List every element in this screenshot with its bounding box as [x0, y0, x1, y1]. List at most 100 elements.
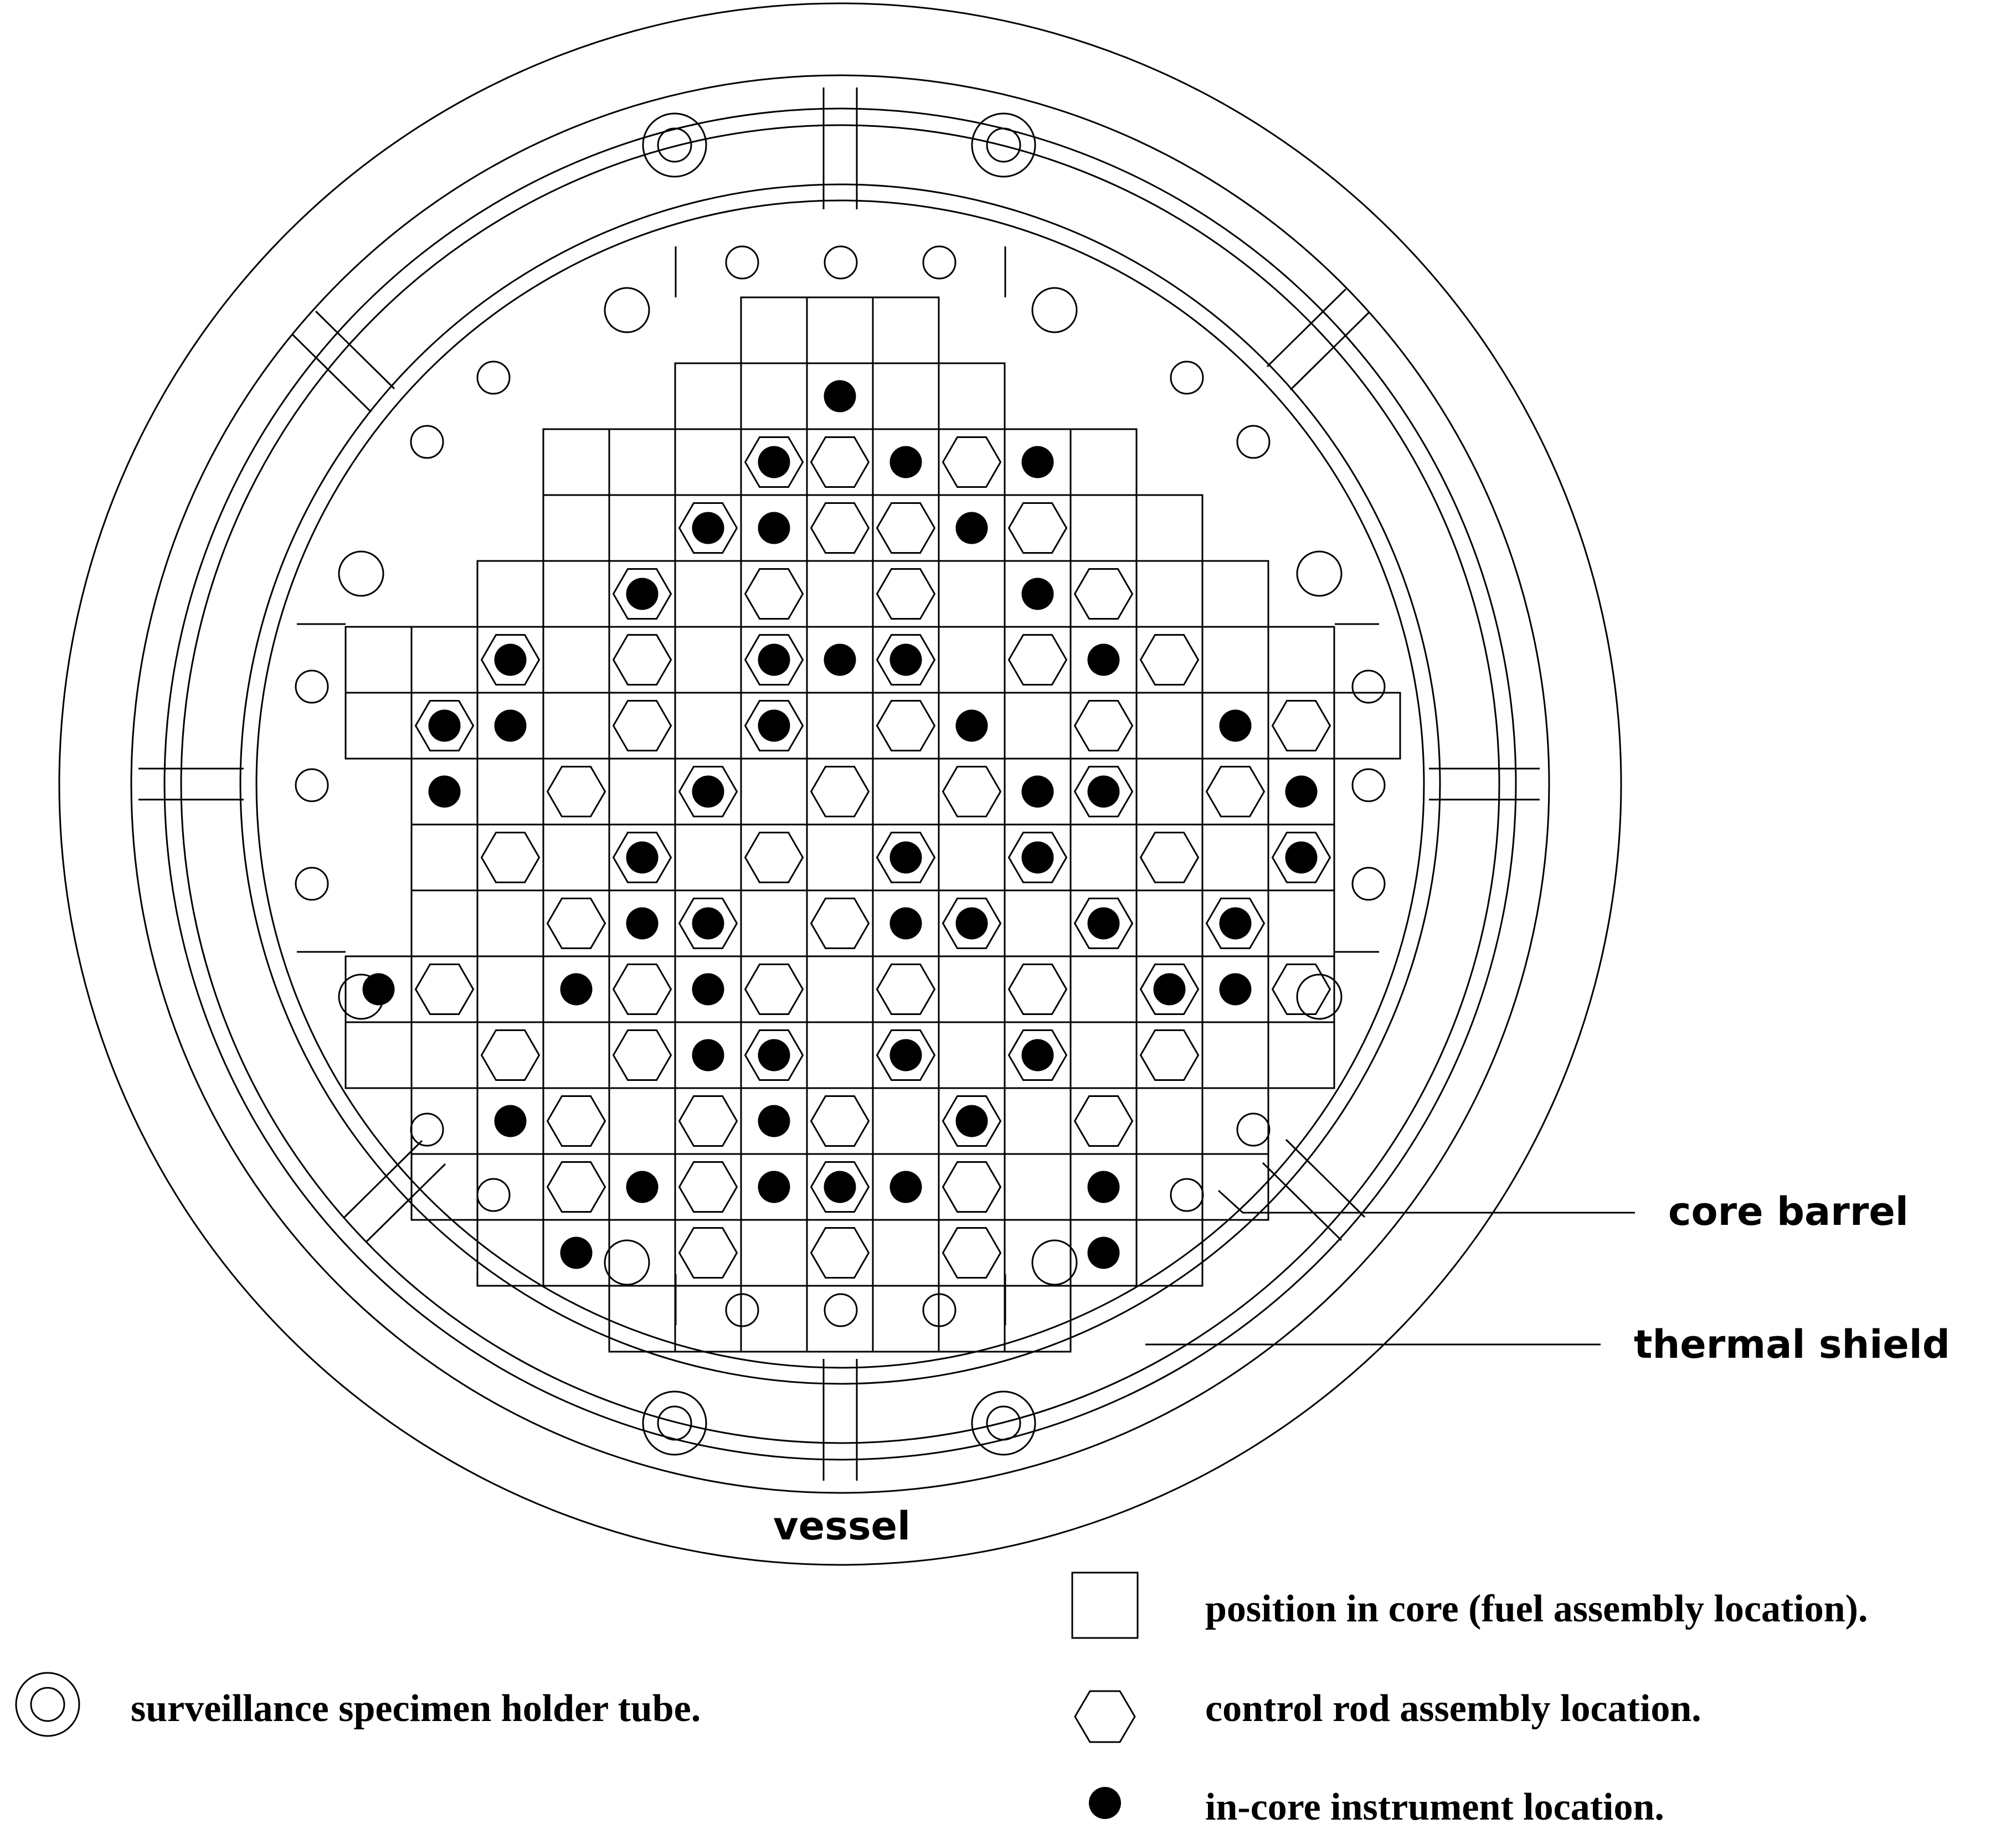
control-rod-hexagon [1205, 766, 1266, 817]
fuel-assembly-cell [608, 1219, 676, 1287]
control-rod-hexagon [942, 1161, 1002, 1213]
control-rod-hexagon [546, 766, 606, 817]
control-rod-hexagon [1139, 964, 1200, 1015]
fuel-assembly-cell [1004, 626, 1072, 694]
control-rod-hexagon [876, 700, 936, 751]
fuel-assembly-cell [1135, 560, 1204, 628]
fuel-assembly-cell [542, 692, 610, 760]
surveillance-tube [642, 112, 707, 178]
fuel-assembly-cell [476, 955, 544, 1023]
legend-control-rod-symbol [1074, 1690, 1136, 1743]
in-core-instrument-dot [494, 643, 527, 676]
barrel-large-circle [604, 287, 650, 333]
fuel-assembly-cell [1069, 428, 1138, 496]
barrel-circle [824, 245, 858, 280]
legend-surveillance-symbol [15, 1672, 80, 1737]
fuel-assembly-cell [674, 560, 742, 628]
vessel-rings [58, 2, 1622, 1566]
fuel-assembly-cell [542, 626, 610, 694]
control-rod-hexagon [810, 898, 870, 949]
barrel-circle [1236, 1112, 1271, 1147]
in-core-instrument-dot [1087, 775, 1120, 808]
control-rod-hexagon [612, 964, 672, 1015]
control-rod-hexagon [942, 898, 1002, 949]
fuel-assembly-cell [740, 1285, 808, 1353]
fuel-assembly-cell [1267, 692, 1335, 760]
fuel-assembly-cell [476, 1021, 544, 1089]
in-core-instrument-dot [1087, 907, 1120, 940]
fuel-assembly-cell [1004, 1087, 1072, 1155]
fuel-assembly-cell [740, 362, 808, 430]
fuel-assembly-cell [542, 428, 610, 496]
fuel-assembly-cell [872, 1285, 940, 1353]
fuel-assembly-cell [806, 889, 874, 957]
in-core-instrument-dot [758, 1105, 790, 1137]
fuel-assembly-cell [806, 296, 874, 364]
control-rod-hexagon [414, 700, 475, 751]
in-core-instrument-dot [824, 380, 856, 413]
in-core-instrument-dot [494, 1105, 527, 1137]
fuel-assembly-cell [608, 1021, 676, 1089]
vessel-label: vessel [773, 1503, 911, 1549]
core-barrel-label: core barrel [1668, 1189, 1909, 1234]
fuel-assembly-cell [410, 955, 479, 1023]
fuel-assembly-cell [1135, 758, 1204, 826]
fuel-assembly-cell [542, 889, 610, 957]
fuel-assembly-cell [1135, 1087, 1204, 1155]
in-core-instrument-dot [362, 973, 395, 1006]
support-key-diagonal [1289, 311, 1370, 391]
in-core-instrument-dot [1087, 1171, 1120, 1203]
fuel-assembly-cell [938, 1285, 1006, 1353]
control-rod-hexagon [942, 1095, 1002, 1147]
fuel-assembly-cell [1135, 626, 1204, 694]
fuel-assembly-cell [674, 626, 742, 694]
control-rod-hexagon [810, 1161, 870, 1213]
fuel-assembly-cell [410, 889, 479, 957]
control-rod-hexagon [480, 1029, 541, 1081]
fuel-assembly-cell [1069, 955, 1138, 1023]
fuel-assembly-cell [872, 362, 940, 430]
in-core-instrument-dot [1021, 578, 1054, 610]
fuel-assembly-cell [1004, 494, 1072, 562]
fuel-assembly-cell [1135, 1021, 1204, 1089]
legend: position in core (fuel assembly location… [15, 1572, 1868, 1828]
control-rod-hexagon [1073, 568, 1134, 620]
fuel-assembly-cell [740, 560, 808, 628]
control-rod-hexagon [876, 634, 936, 686]
support-key-diagonal [291, 333, 372, 413]
in-core-instrument-dot [955, 1105, 988, 1137]
control-rod-hexagon [810, 502, 870, 554]
fuel-assembly-cell [1201, 1021, 1269, 1089]
in-core-instrument-dot [626, 907, 659, 940]
in-core-instrument-dot [1285, 775, 1318, 808]
fuel-assembly-cell [674, 1153, 742, 1221]
fuel-assembly-cell [674, 692, 742, 760]
fuel-assembly-cell [674, 823, 742, 892]
barrel-circle [410, 425, 444, 459]
fuel-assembly-cell [806, 823, 874, 892]
fuel-assembly-cell [806, 1285, 874, 1353]
control-rod-hexagon [942, 436, 1002, 488]
fuel-assembly-cell [1004, 692, 1072, 760]
control-rod-hexagon [810, 1095, 870, 1147]
in-core-instrument-dot [1021, 1039, 1054, 1071]
barrel-small-circles [295, 245, 1386, 1327]
in-core-instrument-dot [560, 1236, 593, 1269]
in-core-instrument-dot [758, 643, 790, 676]
control-rod-hexagon [876, 568, 936, 620]
barrel-circle [1170, 1178, 1204, 1212]
control-rod-hexagon [810, 1227, 870, 1279]
control-rod-hexagon [612, 634, 672, 686]
in-core-instrument-dot [626, 1171, 659, 1203]
fuel-assembly-cell [410, 823, 479, 892]
fuel-assembly-cell [542, 560, 610, 628]
fuel-assembly-cell [806, 428, 874, 496]
fuel-assembly-cell [872, 955, 940, 1023]
in-core-instrument-dot [1087, 643, 1120, 676]
fuel-assembly-cell [872, 560, 940, 628]
in-core-instrument-dot [626, 578, 659, 610]
fuel-assembly-cell [1004, 889, 1072, 957]
support-key-diagonal [1266, 288, 1347, 368]
in-core-instrument-dot [758, 1039, 790, 1071]
control-rod-hexagon [876, 1029, 936, 1081]
